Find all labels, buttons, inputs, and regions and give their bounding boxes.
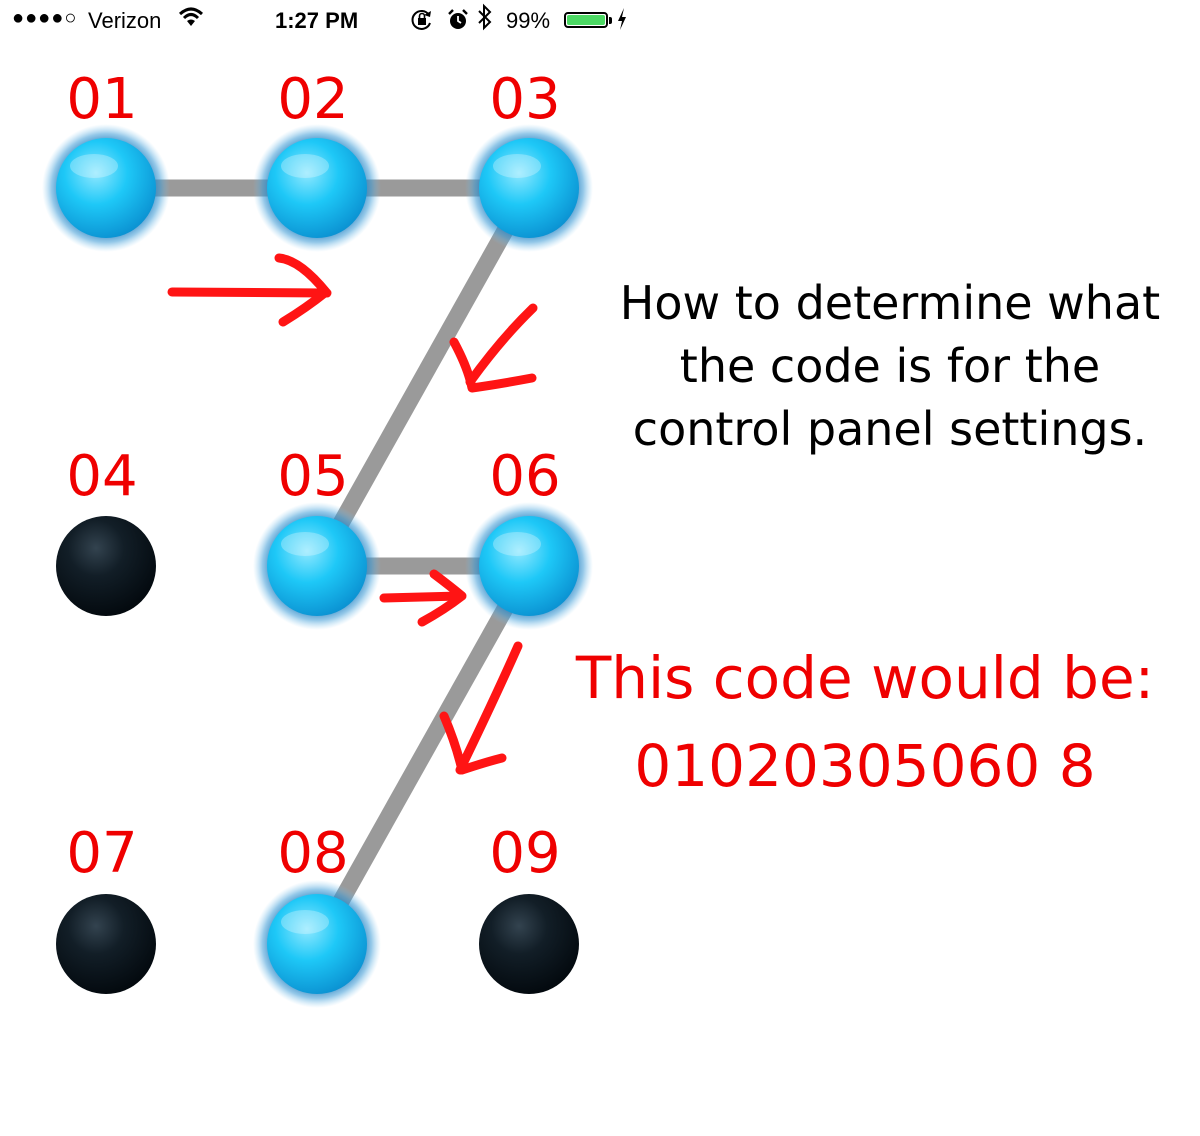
alarm-icon [446,8,470,39]
result-text: This code would be: 01020305060 8 [550,634,1180,810]
node-label: 05 [277,444,348,509]
battery-icon [564,12,608,28]
instructions-text: How to determine what the code is for th… [590,272,1190,461]
node-label: 03 [489,67,560,132]
direction-arrow [417,569,467,627]
node-labels: 01 02 03 04 05 06 07 08 09 [66,67,560,886]
node-label: 06 [489,444,560,509]
direction-arrows [167,253,538,775]
pattern-line [309,183,537,571]
pattern-node-selected [479,516,579,616]
orientation-lock-icon [410,8,434,39]
carrier-name: Verizon [88,8,162,33]
node-label: 08 [277,821,348,886]
node-label: 04 [66,444,137,509]
node-highlight [281,910,329,934]
pattern-node-unselected [479,894,579,994]
status-bar: ●●●●○ Verizon 1:27 PM 99% [0,0,1200,44]
direction-arrow [274,253,331,327]
node-highlight [493,532,541,556]
pattern-nodes [42,124,593,1008]
signal-strength-icon: ●●●●○ [12,7,78,29]
node-label: 01 [66,67,137,132]
direction-arrow [465,303,538,387]
node-highlight [493,154,541,178]
bluetooth-icon [476,3,494,38]
node-highlight [70,154,118,178]
pattern-node-selected [267,138,367,238]
pattern-node-selected [267,894,367,994]
battery-level-fill [567,15,605,25]
result-caption: This code would be: [575,644,1155,712]
node-label: 09 [489,821,560,886]
node-highlight [281,532,329,556]
direction-arrow [449,337,537,393]
status-time: 1:27 PM [275,8,359,33]
battery-percent: 99% [506,8,551,33]
pattern-node-selected [56,138,156,238]
direction-arrow [455,641,523,775]
node-label: 02 [277,67,348,132]
result-code: 01020305060 8 [634,732,1096,800]
pattern-line [309,561,537,949]
charging-icon [616,6,628,40]
pattern-node-selected [479,138,579,238]
instructions-line: How to determine what [619,276,1161,330]
pattern-node-selected [267,516,367,616]
instructions-line: the code is for the [679,339,1101,393]
node-label: 07 [66,821,137,886]
pattern-node-unselected [56,894,156,994]
direction-arrow [379,591,465,603]
battery-tip [609,17,612,24]
instructions-line: control panel settings. [632,402,1148,456]
direction-arrow [439,711,507,775]
wifi-icon [178,4,204,37]
direction-arrow [167,287,332,298]
pattern-node-unselected [56,516,156,616]
node-highlight [281,154,329,178]
